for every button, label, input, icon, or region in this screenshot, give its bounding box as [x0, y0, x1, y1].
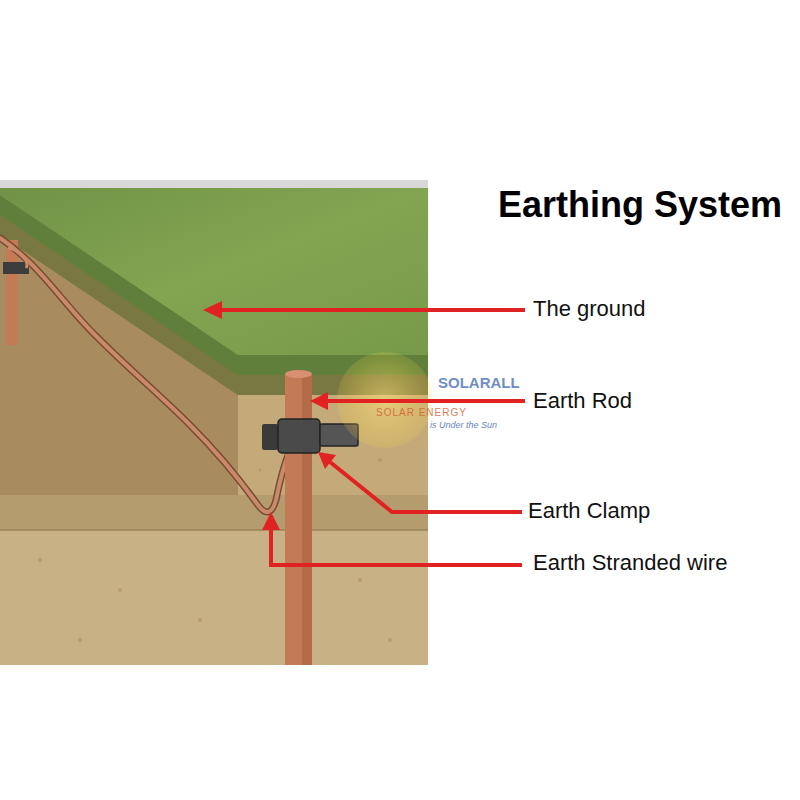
- soil-edge: [0, 529, 428, 531]
- lower-soil: [0, 530, 428, 665]
- top-strip: [0, 180, 428, 188]
- earth-rod-shade: [302, 374, 312, 665]
- stranded-wire-outline: [0, 238, 292, 512]
- stranded-wire: [0, 238, 292, 512]
- diagram-title: Earthing System: [498, 184, 782, 226]
- watermark: SOLAR ENERGY: [376, 407, 467, 418]
- leader-heads: [203, 301, 336, 530]
- earth-clamp: [278, 419, 320, 453]
- part-label: Earth Stranded wire: [533, 550, 727, 576]
- part-label: Earth Rod: [533, 388, 632, 414]
- leader-lines: [220, 310, 525, 565]
- part-label: Earth Clamp: [528, 498, 650, 524]
- trench-floor: [0, 495, 428, 530]
- earth-clamp-small: [3, 262, 29, 274]
- part-label: The ground: [533, 296, 646, 322]
- wire-end: [8, 248, 27, 268]
- watermark: SOLARALL: [438, 374, 520, 391]
- earth-clamp-jaw: [262, 424, 278, 450]
- earth-rod: [285, 374, 312, 665]
- earth-rod-small: [6, 240, 18, 345]
- watermark: is Under the Sun: [430, 420, 497, 430]
- earth-rod-top: [285, 370, 312, 378]
